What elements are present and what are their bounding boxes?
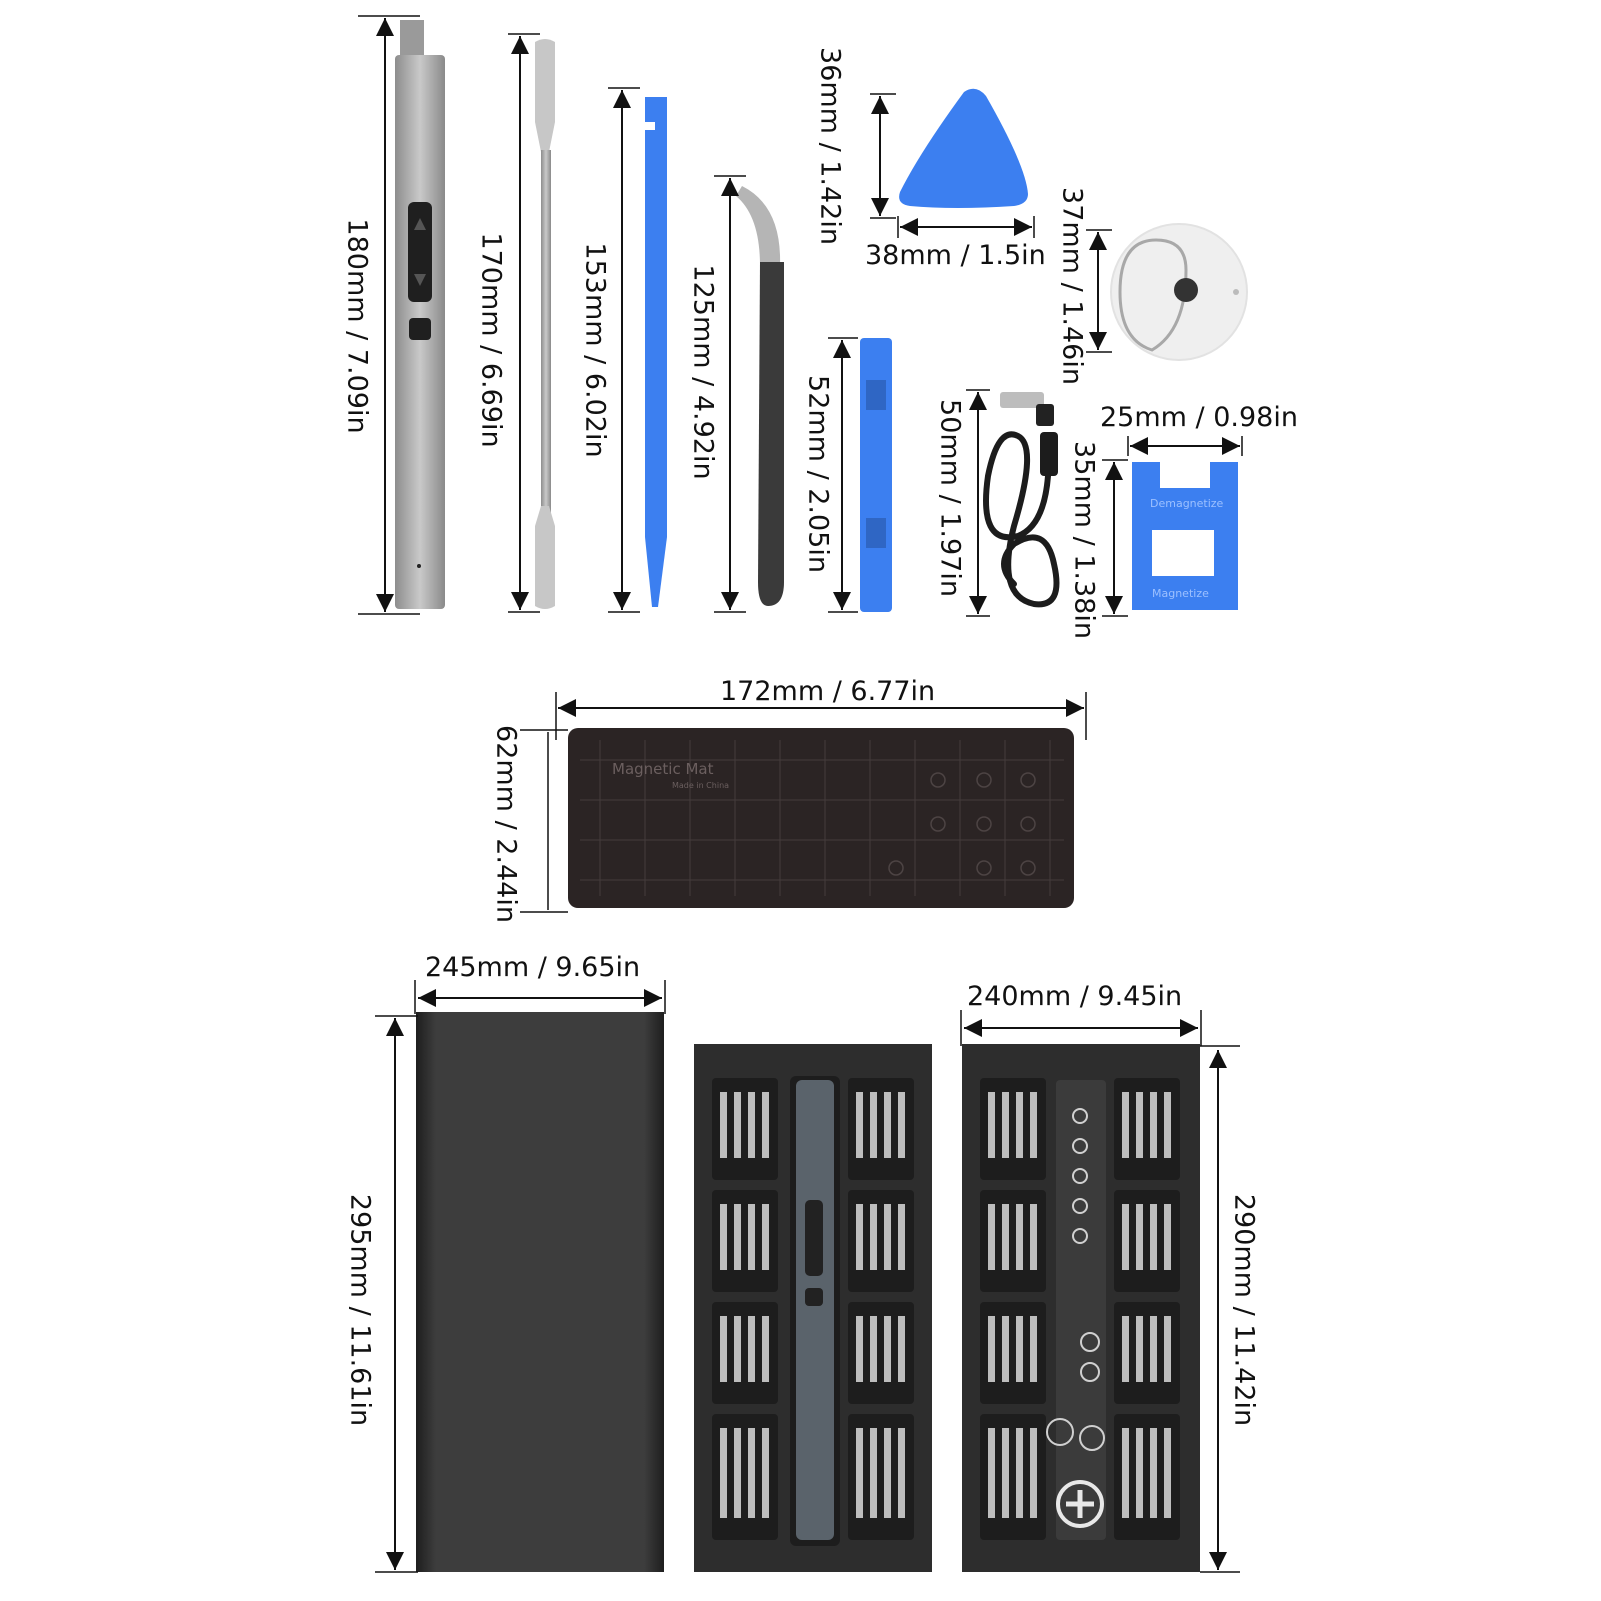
tweezers-image bbox=[736, 186, 784, 606]
pick-height-dimension-line bbox=[870, 93, 896, 219]
pry-tool-dimension-line bbox=[608, 87, 640, 613]
magnetizer-magnetize-text: Magnetize bbox=[1152, 587, 1209, 600]
spudger-dimension-line bbox=[508, 33, 540, 613]
pick-width-dimension-line bbox=[897, 216, 1035, 238]
suction-cup-image bbox=[1110, 223, 1248, 361]
magnetizer-height-label: 35mm / 1.38in bbox=[1068, 441, 1100, 639]
pick-width-label: 38mm / 1.5in bbox=[865, 240, 1046, 271]
case-width-label: 245mm / 9.65in bbox=[425, 952, 641, 983]
usb-cable-image bbox=[983, 392, 1060, 608]
screwdriver-dimension-label: 180mm / 7.09in bbox=[341, 218, 373, 434]
tray-height-label: 290mm / 11.42in bbox=[1228, 1193, 1260, 1427]
magnetizer-image bbox=[1132, 462, 1238, 610]
mat-height-label: 62mm / 2.44in bbox=[490, 725, 522, 923]
mat-width-label: 172mm / 6.77in bbox=[720, 676, 936, 707]
magnetizer-demagnetize-text: Demagnetize bbox=[1150, 497, 1224, 510]
metal-spudger-image bbox=[535, 39, 555, 609]
suction-cup-label: 37mm / 1.46in bbox=[1056, 187, 1088, 385]
open-tray-with-screwdriver-image bbox=[694, 1044, 932, 1572]
mat-title: Magnetic Mat bbox=[612, 760, 714, 778]
cable-dimension-line bbox=[966, 389, 990, 617]
blue-pry-tool-image bbox=[645, 97, 667, 607]
tray-width-dimension-line bbox=[960, 1010, 1202, 1046]
tray-width-label: 240mm / 9.45in bbox=[967, 981, 1183, 1012]
mat-subtitle: Made in China bbox=[672, 781, 730, 790]
case-height-label: 295mm / 11.61in bbox=[344, 1193, 376, 1427]
tray-height-dimension-line bbox=[1200, 1045, 1240, 1573]
electric-screwdriver-image bbox=[395, 20, 445, 609]
magnetizer-width-label: 25mm / 0.98in bbox=[1100, 402, 1298, 433]
magnetizer-height-dimension-line bbox=[1102, 459, 1128, 617]
open-tray-with-bits-image bbox=[962, 1044, 1200, 1572]
magnetic-mat-image bbox=[568, 728, 1074, 908]
suction-cup-dimension-line bbox=[1086, 229, 1112, 353]
tweezers-dimension-label: 125mm / 4.92in bbox=[687, 264, 719, 480]
spudger-dimension-label: 170mm / 6.69in bbox=[475, 232, 507, 448]
opening-tool-dimension-line bbox=[828, 337, 858, 613]
screwdriver-dimension-line bbox=[358, 15, 420, 615]
cable-label: 50mm / 1.97in bbox=[934, 399, 966, 597]
case-height-dimension-line bbox=[375, 1015, 418, 1573]
mat-height-dimension-line bbox=[520, 729, 568, 913]
case-width-dimension-line bbox=[414, 980, 666, 1014]
mat-width-dimension-line bbox=[555, 692, 1087, 740]
pry-tool-dimension-label: 153mm / 6.02in bbox=[579, 242, 611, 458]
closed-case-image bbox=[416, 1012, 664, 1572]
blue-opening-tool-image bbox=[860, 338, 892, 612]
magnetizer-width-dimension-line bbox=[1127, 436, 1243, 456]
triangle-pick-image bbox=[899, 88, 1028, 208]
tweezers-dimension-line bbox=[714, 175, 746, 613]
pick-height-label: 36mm / 1.42in bbox=[814, 47, 846, 245]
opening-tool-label: 52mm / 2.05in bbox=[802, 375, 834, 573]
